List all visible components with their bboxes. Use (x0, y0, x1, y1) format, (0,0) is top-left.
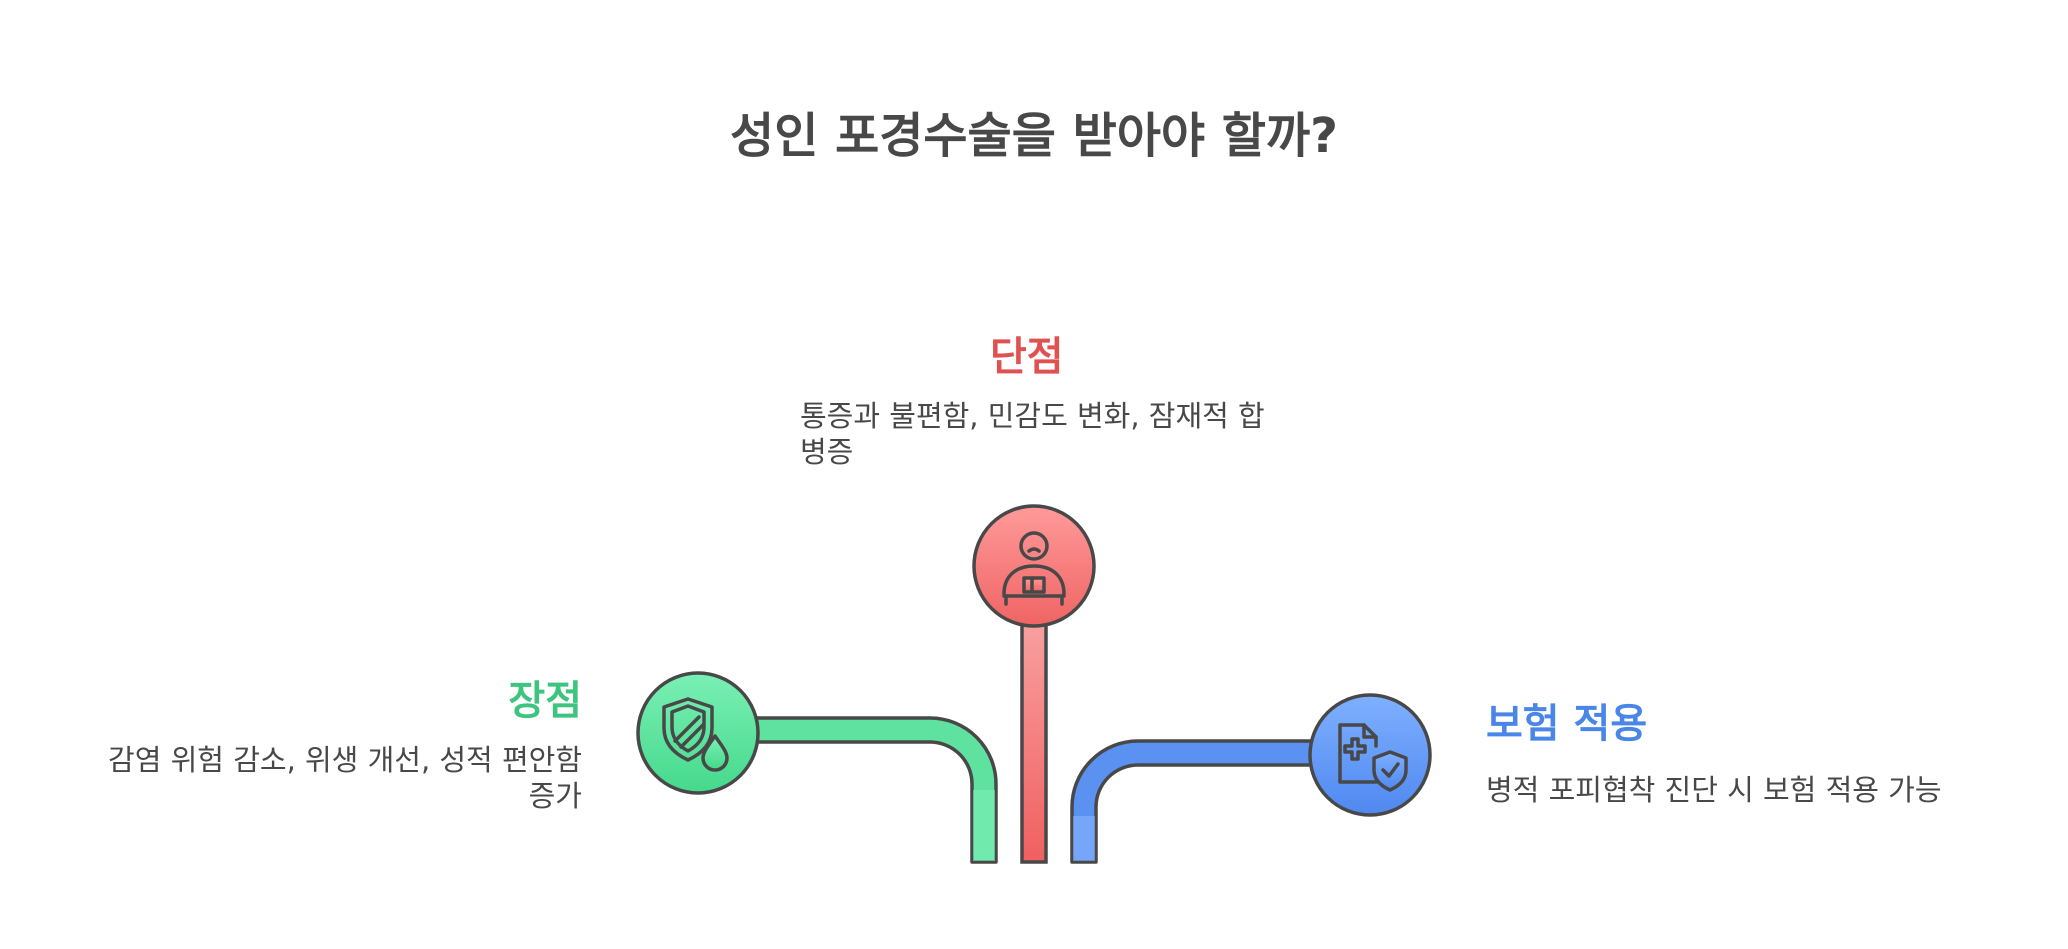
uncomfortable-person-icon (1002, 531, 1066, 606)
con-connector-pipe (1020, 618, 1048, 864)
con-title: 단점 (990, 334, 1064, 380)
diagram-title: 성인 포경수술을 받아야 할까? (730, 108, 1338, 164)
insurance-description: 병적 포피협착 진단 시 보험 적용 가능 (1486, 773, 1942, 807)
con-node (972, 504, 1096, 628)
insurance-node (1308, 693, 1432, 817)
medical-document-shield-icon (1338, 723, 1408, 792)
pro-connector-pipe (753, 716, 998, 864)
pro-title: 장점 (508, 678, 582, 724)
shield-droplet-icon (662, 697, 729, 772)
pro-description: 감염 위험 감소, 위생 개선, 성적 편안함 증가 (108, 743, 582, 813)
pro-node (636, 671, 760, 795)
insurance-connector-pipe (1070, 739, 1314, 864)
con-description: 통증과 불편함, 민감도 변화, 잠재적 합병증 (800, 399, 1265, 469)
insurance-title: 보험 적용 (1486, 701, 1648, 747)
